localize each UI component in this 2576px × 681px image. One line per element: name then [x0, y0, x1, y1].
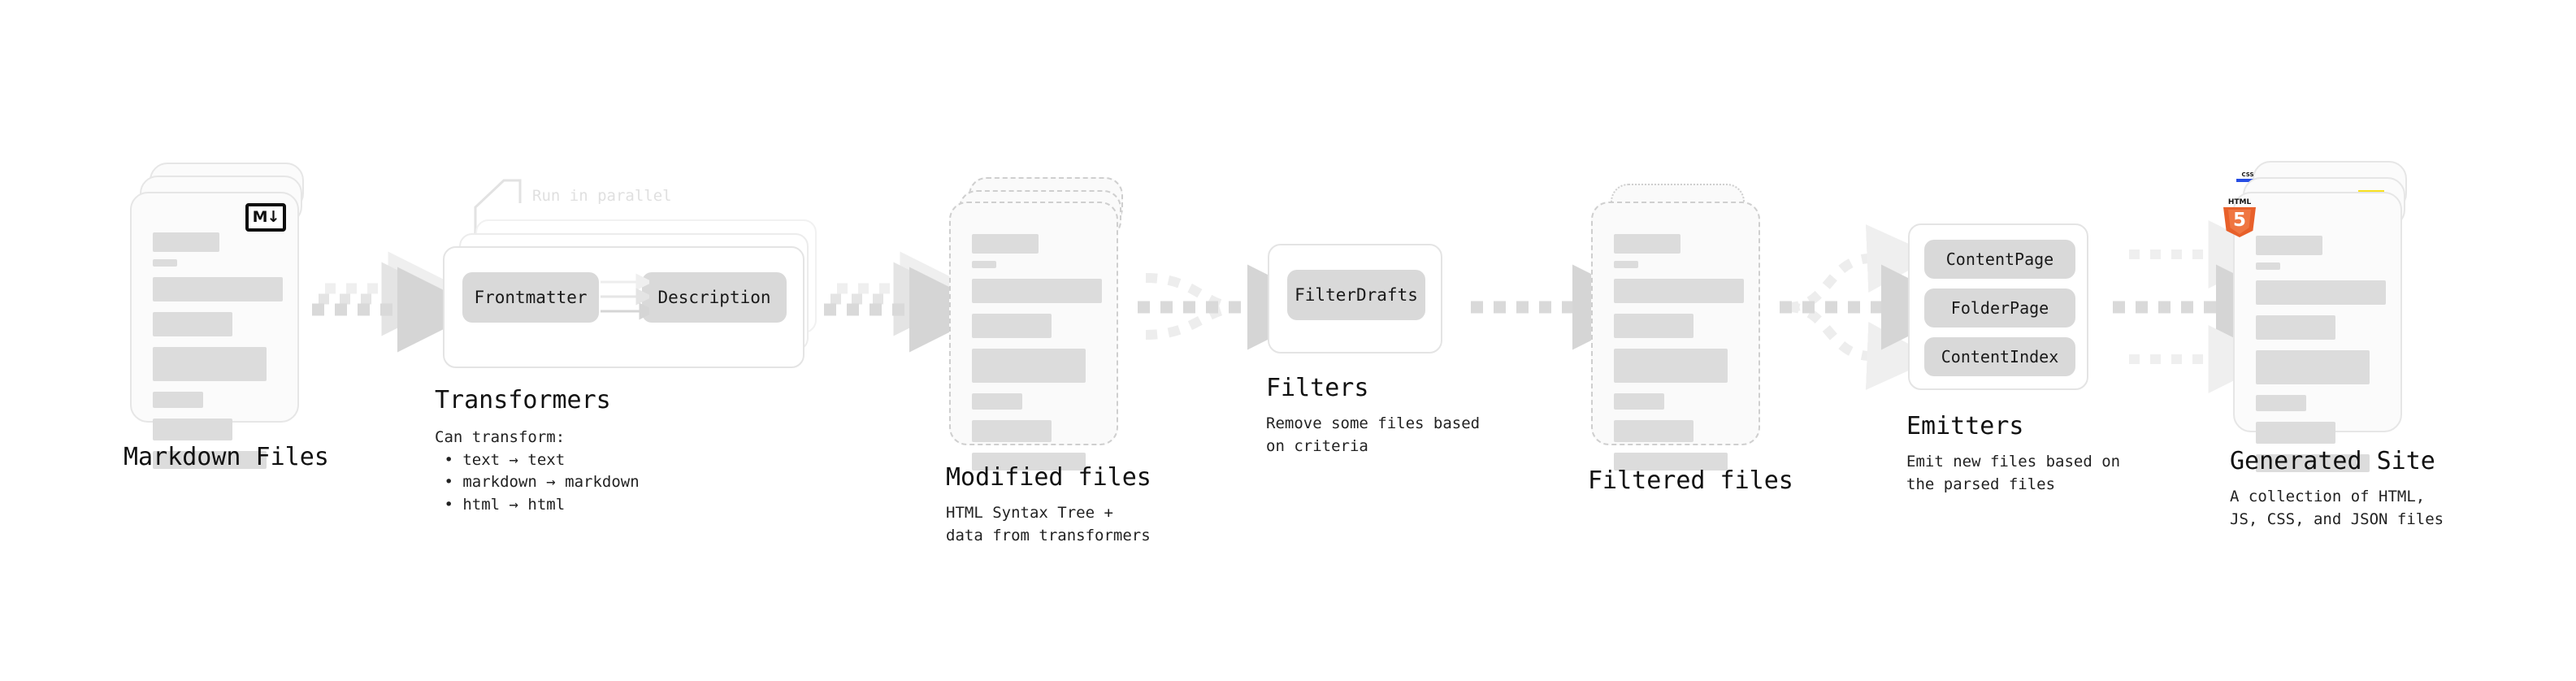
content-line: [1614, 453, 1728, 471]
stage-title-markdown-files: Markdown Files: [124, 443, 329, 471]
content-line: [1614, 393, 1664, 410]
file-sheet-front: [949, 202, 1118, 471]
emitter-pill-contentpage[interactable]: ContentPage: [1924, 240, 2075, 279]
content-line: [1614, 420, 1693, 442]
content-line: [1614, 279, 1744, 303]
stage-title-filtered-files: Filtered files: [1588, 466, 1793, 495]
content-line: [2256, 315, 2335, 340]
stage-title-transformers: Transformers: [435, 386, 611, 414]
content-line: [972, 393, 1022, 410]
emitter-pill-folderpage[interactable]: FolderPage: [1924, 288, 2075, 327]
content-line: [972, 234, 1039, 254]
filters-box: FilterDrafts: [1268, 244, 1442, 354]
content-line: [153, 259, 177, 267]
file-sheet-front: HTML 5: [2223, 192, 2402, 472]
stage-filtered-files: Filtered files: [1588, 184, 1793, 495]
arrow-modified-to-filters: [1138, 264, 1333, 350]
stage-subtitle-generated-site: A collection of HTML, JS, CSS, and JSON …: [2230, 488, 2444, 528]
content-line: [2256, 454, 2370, 472]
content-line: [2256, 395, 2306, 411]
transformer-inner-arrows: [601, 273, 649, 320]
emitters-box: ContentPage FolderPage ContentIndex: [1908, 223, 2088, 390]
content-line: [2256, 280, 2386, 305]
stage-subtitle-transformers: Can transform: • text → text • markdown …: [435, 428, 640, 514]
content-line: [1614, 234, 1680, 254]
arrow-transformers-to-modified: [824, 251, 995, 353]
run-in-parallel-label: Run in parallel: [532, 187, 672, 205]
arrow-markdown-to-transformers: [312, 251, 483, 353]
stage-subtitle-modified-files: HTML Syntax Tree + data from transformer…: [946, 504, 1151, 544]
file-content-lines: [1614, 234, 1744, 481]
stage-title-filters: Filters: [1266, 374, 1369, 402]
content-line: [972, 453, 1086, 471]
stage-generated-site: CSS HTML 5: [2223, 161, 2444, 528]
html5-icon: HTML 5: [2223, 198, 2256, 237]
html5-icon-digit: 5: [2232, 210, 2246, 231]
css3-icon-label: CSS: [2241, 171, 2254, 178]
css3-icon: CSS: [2236, 172, 2259, 182]
content-line: [972, 314, 1052, 338]
content-line: [153, 312, 232, 336]
content-line: [153, 451, 267, 469]
content-line: [153, 419, 232, 440]
arrow-emitters-to-generated: [2113, 220, 2301, 393]
content-line: [1614, 349, 1728, 383]
markdown-file-stack: M↓: [130, 163, 317, 469]
stage-title-modified-files: Modified files: [946, 463, 1151, 492]
html5-icon-word: HTML: [2227, 198, 2252, 206]
content-line: [1614, 261, 1638, 268]
content-line: [972, 349, 1086, 383]
content-line: [153, 277, 283, 301]
filter-pill-filterdrafts[interactable]: FilterDrafts: [1287, 270, 1425, 320]
content-line: [972, 279, 1102, 303]
filtered-file-stack: [1591, 184, 1778, 471]
content-line: [2256, 350, 2370, 384]
transformer-box-front: Frontmatter Description: [443, 246, 804, 368]
content-line: [153, 232, 219, 252]
generated-file-stack: CSS HTML 5: [2223, 161, 2420, 472]
file-sheet-front: M↓: [130, 192, 299, 469]
stage-markdown-files: M↓ Markdown Files: [124, 163, 329, 471]
transformer-pill-description[interactable]: Description: [642, 272, 787, 323]
content-line: [153, 392, 203, 408]
content-line: [972, 261, 996, 268]
css3-icon-bar: [2236, 179, 2259, 182]
stage-title-generated-site: Generated Site: [2230, 447, 2435, 475]
markdown-icon: M↓: [245, 203, 286, 232]
file-content-lines: [972, 234, 1102, 481]
content-line: [2256, 422, 2335, 444]
content-line: [2256, 236, 2322, 255]
content-line: [972, 420, 1052, 442]
file-content-lines: [153, 232, 283, 479]
arrow-filtered-to-emitters: [1780, 224, 1967, 390]
file-sheet-front: [1591, 202, 1760, 471]
modified-file-stack: [949, 177, 1136, 471]
stage-subtitle-emitters: Emit new files based on the parsed files: [1906, 453, 2121, 493]
stage-modified-files: Modified files HTML Syntax Tree + data f…: [946, 177, 1151, 544]
content-line: [153, 347, 267, 381]
content-line: [2256, 262, 2280, 270]
stage-title-emitters: Emitters: [1906, 412, 2024, 440]
transformer-pill-frontmatter[interactable]: Frontmatter: [462, 272, 599, 323]
content-line: [1614, 314, 1693, 338]
file-content-lines: [2256, 236, 2386, 483]
emitter-pill-contentindex[interactable]: ContentIndex: [1924, 337, 2075, 376]
stage-subtitle-filters: Remove some files based on criteria: [1266, 414, 1481, 455]
